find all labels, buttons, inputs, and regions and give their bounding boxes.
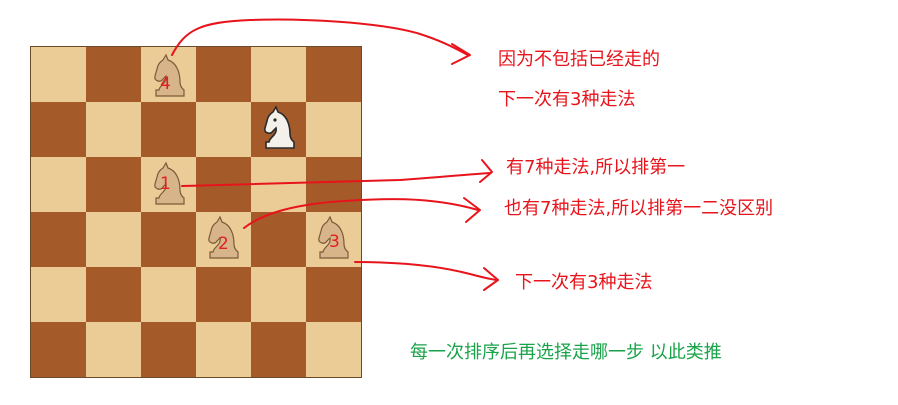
note-knight-1: 有7种走法,所以排第一 — [506, 157, 686, 178]
note-knight-4-line2: 下一次有3种走法 — [498, 89, 636, 110]
note-knight-3: 下一次有3种走法 — [515, 272, 653, 293]
arrow-3-head — [483, 267, 499, 291]
board-square — [141, 102, 196, 157]
board-square — [86, 102, 141, 157]
summary-note: 每一次排序后再选择走哪一步 以此类推 — [410, 342, 722, 363]
board-square — [141, 267, 196, 322]
board-square — [31, 47, 86, 102]
arrow-1-head — [479, 159, 493, 183]
board-square — [306, 47, 361, 102]
note-knight-4-line1: 因为不包括已经走的 — [498, 49, 660, 70]
board-square — [251, 212, 306, 267]
chessboard — [30, 46, 362, 378]
board-square — [251, 267, 306, 322]
board-square — [196, 322, 251, 377]
board-square — [31, 212, 86, 267]
arrow-2-head — [463, 197, 481, 223]
board-square — [31, 102, 86, 157]
board-square — [251, 322, 306, 377]
arrow-3 — [354, 261, 499, 281]
board-square — [86, 47, 141, 102]
board-square — [306, 157, 361, 212]
board-square — [86, 322, 141, 377]
board-square — [251, 47, 306, 102]
board-square — [31, 267, 86, 322]
board-square — [251, 157, 306, 212]
board-square — [196, 47, 251, 102]
knight-1-number: 1 — [160, 174, 171, 194]
board-square — [86, 267, 141, 322]
board-square — [306, 267, 361, 322]
board-square — [86, 157, 141, 212]
arrow-4-head — [451, 43, 471, 65]
white-knight-icon — [260, 104, 300, 150]
knight-4-number: 4 — [160, 74, 171, 94]
board-square — [141, 212, 196, 267]
knight-3-number: 3 — [329, 232, 340, 252]
board-square — [306, 322, 361, 377]
board-square — [31, 322, 86, 377]
note-knight-2: 也有7种走法,所以排第一二没区别 — [504, 198, 774, 219]
board-square — [196, 102, 251, 157]
board-square — [86, 212, 141, 267]
board-square — [196, 267, 251, 322]
board-square — [31, 157, 86, 212]
board-square — [141, 322, 196, 377]
board-square — [306, 102, 361, 157]
board-square — [196, 157, 251, 212]
knight-2-number: 2 — [218, 234, 229, 254]
